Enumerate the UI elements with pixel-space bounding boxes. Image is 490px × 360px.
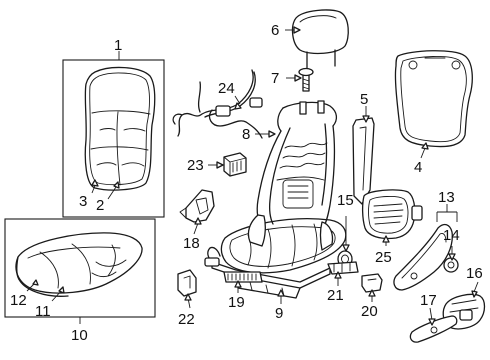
foot-cover-icon[interactable]	[177, 269, 197, 297]
callout-3: 3	[79, 193, 87, 210]
seatback-cover-assembly-group	[62, 51, 165, 218]
callout-8: 8	[242, 126, 250, 143]
small-clip-icon[interactable]	[361, 273, 383, 293]
callout-17: 17	[420, 292, 437, 309]
seatback-frame-icon[interactable]	[256, 100, 338, 231]
callout-1: 1	[114, 37, 122, 54]
callout-21: 21	[327, 287, 344, 304]
callout-6: 6	[271, 22, 279, 39]
callout-labels: 1 2 3 4 5 6 7 8 9 10 11 12 13 14 15 16 1…	[10, 22, 483, 344]
callout-4: 4	[414, 159, 422, 176]
side-trim-strip-icon[interactable]	[352, 117, 375, 205]
outer-shield-group-icon[interactable]	[393, 223, 453, 291]
callout-20: 20	[361, 303, 378, 320]
group-box-1	[62, 59, 165, 218]
callout-22: 22	[178, 311, 195, 328]
lumbar-panel-icon[interactable]	[361, 189, 423, 240]
cushion-cover-icon[interactable]	[15, 232, 143, 297]
cushion-assembly-group	[4, 218, 156, 324]
callout-23: 23	[187, 157, 204, 174]
inner-bracket-icon[interactable]	[179, 189, 215, 223]
callout-11: 11	[35, 303, 51, 320]
callout-9: 9	[275, 305, 283, 322]
callout-14: 14	[443, 227, 460, 244]
connector-icon[interactable]	[223, 152, 247, 177]
callout-16: 16	[466, 265, 483, 282]
seat-track-icon[interactable]	[204, 214, 347, 299]
rear-back-panel-icon[interactable]	[394, 50, 473, 148]
callout-18: 18	[183, 235, 200, 252]
callout-25: 25	[375, 249, 392, 266]
callout-2: 2	[96, 197, 104, 214]
callout-10: 10	[71, 327, 88, 344]
screw-icon[interactable]	[298, 67, 314, 92]
callout-15: 15	[337, 192, 354, 209]
callout-12: 12	[10, 292, 27, 309]
callout-7: 7	[271, 70, 279, 87]
callout-5: 5	[360, 91, 368, 108]
callout-13: 13	[438, 189, 455, 206]
callout-24: 24	[218, 80, 235, 97]
callout-19: 19	[228, 294, 245, 311]
knob-icon[interactable]	[443, 257, 459, 273]
lever-icon[interactable]	[409, 315, 458, 343]
bracket-clip-icon[interactable]	[327, 261, 359, 275]
headrest-icon[interactable]	[291, 9, 349, 69]
seatback-cover-icon[interactable]	[84, 66, 156, 191]
heater-module-icon[interactable]	[223, 271, 263, 283]
